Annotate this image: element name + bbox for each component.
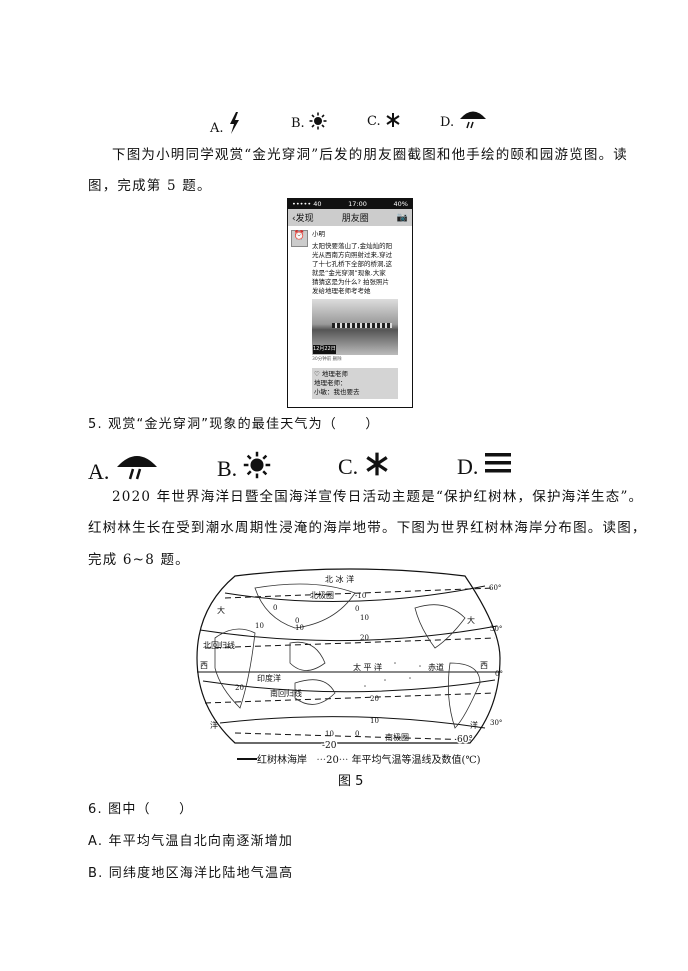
intro6-line3: 完成 6~8 题。 xyxy=(88,552,190,568)
label-arctic-ocean: 北 冰 洋 xyxy=(325,574,354,584)
intro6-line1: 2020 年世界海洋日暨全国海洋宣传日活动主题是“保护红树林，保护海洋生态”。 xyxy=(112,489,644,505)
isotherm-minus-20: -20 xyxy=(322,741,337,750)
africa-outline xyxy=(214,628,256,709)
svg-text:北极圈: 北极圈 xyxy=(310,590,334,600)
q5-option-c: C. xyxy=(338,451,390,480)
q4-option-b: B. xyxy=(291,112,327,131)
nav-bar: ‹发现 朋友圈 📷 xyxy=(288,209,412,226)
svg-text:-10: -10 xyxy=(355,592,366,600)
svg-text:30°: 30° xyxy=(490,719,502,727)
snowflake-icon xyxy=(366,452,388,476)
svg-text:60°: 60° xyxy=(489,584,501,592)
svg-text:10: 10 xyxy=(255,622,264,630)
q6-stem: 6. 图中（ ） xyxy=(88,802,194,817)
sun-icon xyxy=(309,112,327,130)
q4-option-d: D. xyxy=(440,108,488,130)
svg-text:洋: 洋 xyxy=(470,720,478,730)
fog-icon xyxy=(484,453,511,473)
nav-title: 朋友圈 xyxy=(341,214,369,224)
comments-box: ♡ 地理老师 地理老师： 小敏：我也要去 xyxy=(312,368,398,399)
australia-outline xyxy=(294,679,336,705)
intro6-line2: 红树林生长在受到潮水周期性浸淹的海岸地带。下图为世界红树林海岸分布图。读图， xyxy=(88,520,647,536)
label-pacific: 太 平 洋 xyxy=(353,662,382,672)
svg-text:印度洋: 印度洋 xyxy=(257,673,281,683)
svg-text:10: 10 xyxy=(370,717,379,725)
rain-cloud-icon xyxy=(116,456,157,480)
svg-text:0: 0 xyxy=(295,617,299,625)
svg-text:北回归线: 北回归线 xyxy=(203,640,235,650)
svg-text:10: 10 xyxy=(325,730,334,738)
q4-option-a: A. xyxy=(210,112,240,136)
q4-option-c: C. xyxy=(367,112,401,129)
svg-text:20: 20 xyxy=(360,634,369,642)
svg-text:洋: 洋 xyxy=(210,720,218,730)
q6-option-b: B. 同纬度地区海洋比陆地气温高 xyxy=(88,866,294,881)
post-user: 小明 xyxy=(312,230,325,238)
lightning-icon xyxy=(229,112,239,134)
svg-text:大: 大 xyxy=(217,605,225,615)
back-button: ‹发现 xyxy=(292,214,314,224)
svg-text:10: 10 xyxy=(360,614,369,622)
svg-text:西: 西 xyxy=(480,661,488,670)
figure-caption: 图 5 xyxy=(338,774,364,789)
svg-text:0: 0 xyxy=(355,605,359,613)
svg-text:南回归线: 南回归线 xyxy=(270,688,302,698)
q5-stem: 5. 观赏“金光穿洞”现象的最佳天气为（ ） xyxy=(88,417,380,432)
svg-text:0: 0 xyxy=(273,604,277,612)
svg-text:大: 大 xyxy=(467,615,475,625)
map-legend: 红树林海岸 ···20··· 年平均气温等温线及数值(℃) xyxy=(237,751,481,766)
intro5-line1: 下图为小明同学观赏“金光穿洞”后发的朋友圈截图和他手绘的颐和园游览图。读 xyxy=(112,147,629,163)
q6-option-a: A. 年平均气温自北向南逐渐增加 xyxy=(88,834,294,849)
q5-option-b: B. xyxy=(217,451,271,482)
svg-text:0°: 0° xyxy=(495,670,503,678)
svg-text:20: 20 xyxy=(370,695,379,703)
q5-option-d: D. xyxy=(457,451,512,480)
q5-option-a: A. xyxy=(88,451,159,485)
svg-text:30°: 30° xyxy=(490,625,502,633)
svg-text:10: 10 xyxy=(295,624,304,632)
svg-text:20: 20 xyxy=(235,684,244,692)
lat-tick-60s: 60° xyxy=(457,735,473,745)
svg-text:0: 0 xyxy=(355,730,359,738)
avatar: ⏰ xyxy=(291,230,308,247)
mangrove-world-map: 北 冰 洋 北极圈 北回归线 南回归线 南极圈 太 平 洋 印度洋 赤道 大 大… xyxy=(196,568,503,750)
intro5-line2: 图，完成第 5 题。 xyxy=(88,178,212,194)
rain-cloud-icon xyxy=(460,111,487,129)
bridge-photo: 12月22日 xyxy=(312,299,398,355)
svg-text:南极圈: 南极圈 xyxy=(385,732,409,742)
sun-icon xyxy=(243,451,270,479)
svg-text:赤道: 赤道 xyxy=(428,662,444,672)
snowflake-icon xyxy=(386,113,400,127)
camera-icon: 📷 xyxy=(396,212,408,223)
svg-text:西: 西 xyxy=(200,661,208,670)
